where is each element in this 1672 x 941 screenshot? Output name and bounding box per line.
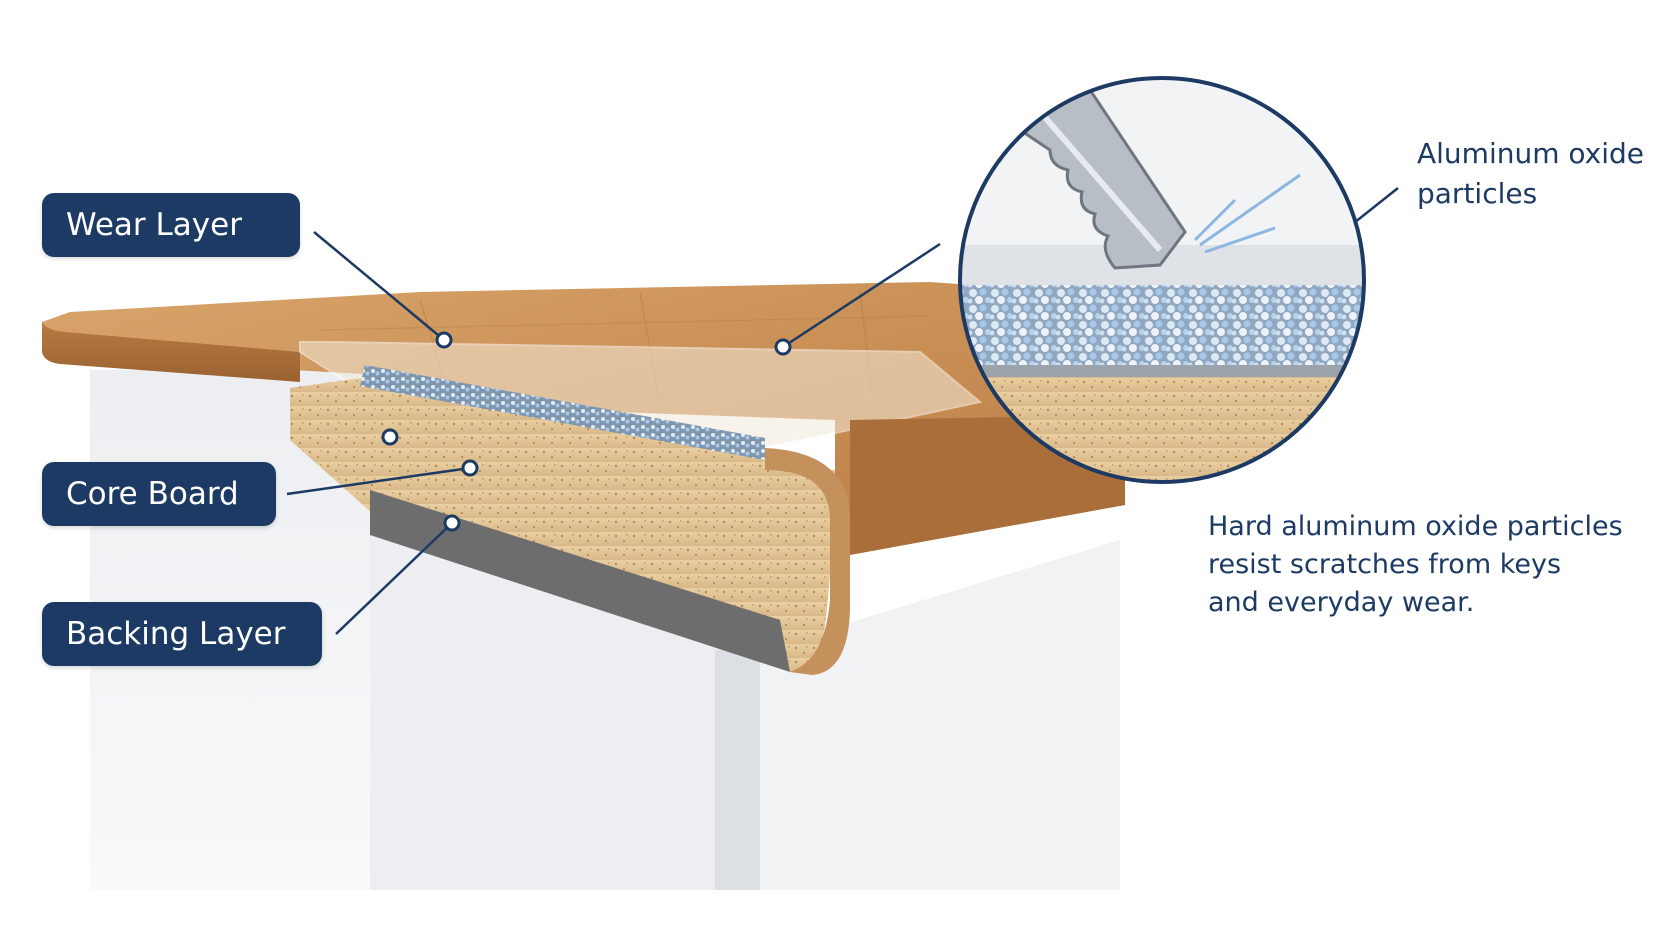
aluminum-oxide-callout-line: Aluminum oxide xyxy=(1417,137,1645,170)
backing-layer-label: Backing Layer xyxy=(42,602,322,666)
aluminum-oxide-callout: Aluminum oxide particles xyxy=(1417,134,1667,214)
core-board-label: Core Board xyxy=(42,462,276,526)
backing-layer-section xyxy=(370,490,790,672)
aluminum-oxide-callout-line: particles xyxy=(1417,177,1538,210)
description-line: Hard aluminum oxide particles xyxy=(1208,511,1623,542)
countertop xyxy=(42,282,1125,675)
description-line: resist scratches from keys xyxy=(1208,549,1562,580)
zoom-particle-layer xyxy=(960,285,1364,365)
particle-layer-section xyxy=(360,365,765,460)
description-line: and everyday wear. xyxy=(1208,587,1475,618)
wear-layer-label: Wear Layer xyxy=(42,193,300,257)
countertop-front-edge xyxy=(42,322,300,382)
zoom-magnifier xyxy=(958,76,1366,484)
description-text: Hard aluminum oxide particles resist scr… xyxy=(1208,508,1668,622)
